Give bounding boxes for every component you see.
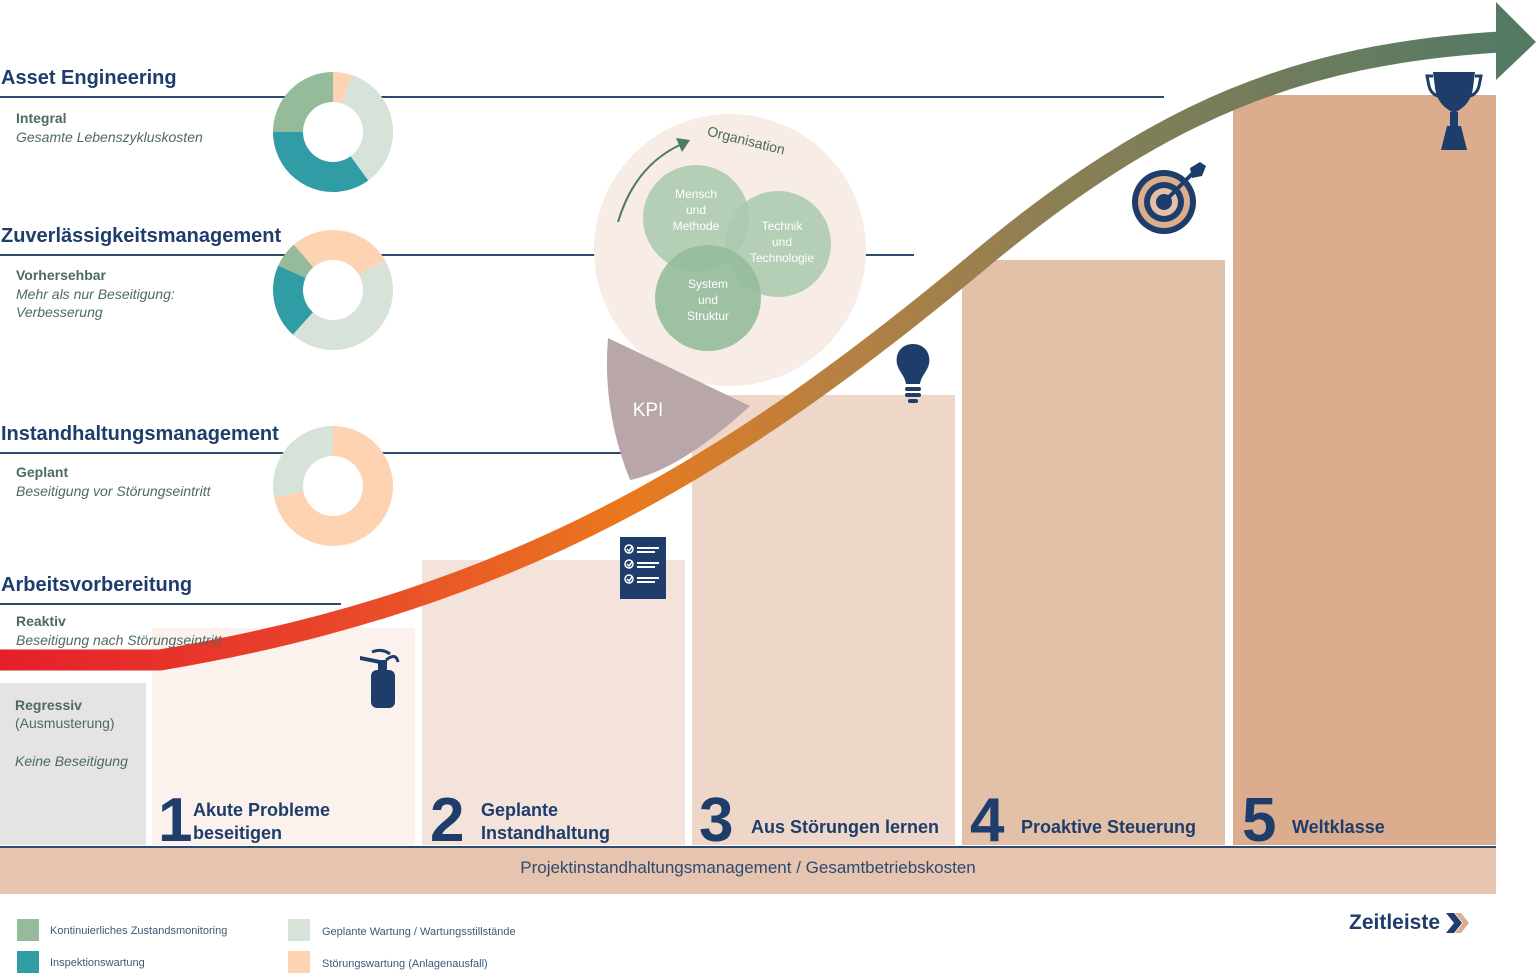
section-line-arbeitsvorbereitung <box>0 603 341 605</box>
venn-label-system-2: und <box>698 293 718 307</box>
legend-label-planned: Geplante Wartung / Wartungsstillstände <box>322 926 516 938</box>
stage-number-5: 5 <box>1242 786 1277 855</box>
curve-arrowhead <box>1496 2 1536 80</box>
venn-circle-system <box>655 245 761 351</box>
stage-number-1: 1 <box>158 786 193 855</box>
section-line-zuverlaessigkeit <box>0 254 914 256</box>
curve-body <box>0 31 1501 671</box>
donut-instandhaltung <box>273 426 393 546</box>
legend-label-failure: Störungswartung (Anlagenausfall) <box>322 958 488 970</box>
stage-label-3: Aus Störungen lernen <box>751 817 940 837</box>
legend-swatch-planned <box>288 919 310 941</box>
venn-label-mensch-2: und <box>686 203 706 217</box>
venn-label-technik-2: und <box>772 235 792 249</box>
section-sub-instandhaltung: Geplant <box>16 464 69 480</box>
venn-circle-mensch <box>643 165 749 271</box>
section-sub-zuverlaessigkeit: Vorhersehbar <box>16 267 106 283</box>
section-title-arbeitsvorbereitung: Arbeitsvorbereitung <box>1 574 193 596</box>
organisation-arrow <box>617 143 683 223</box>
donut-segment-failure <box>333 72 352 104</box>
stage-number-4: 4 <box>970 786 1005 855</box>
trophy-icon <box>1425 72 1483 150</box>
donut-segment-continuous_monitoring <box>273 72 333 132</box>
regressive-title: Regressiv <box>15 697 82 713</box>
stage-label-1-line2: beseitigen <box>193 823 283 843</box>
legend-swatch-inspection <box>17 951 39 973</box>
stage-column-3 <box>692 395 955 845</box>
legend-swatch-continuous-monitoring <box>17 919 39 941</box>
section-desc-asset-engineering: Gesamte Lebenszykluskosten <box>16 129 203 145</box>
checklist-icon <box>620 537 666 599</box>
donut-segment-continuous_monitoring <box>278 244 314 278</box>
donut-segment-failure <box>293 230 385 275</box>
stage-label-4: Proaktive Steuerung <box>1021 817 1197 837</box>
stage-column-5 <box>1233 95 1496 845</box>
lightbulb-icon <box>896 344 930 403</box>
stage-column-regressive <box>0 683 146 845</box>
chevron-right-icon <box>1446 913 1470 933</box>
venn-label-mensch-3: Methode <box>673 219 720 233</box>
stage-label-2-line2: Instandhaltung <box>481 823 610 843</box>
donut-segment-planned <box>273 426 333 498</box>
section-desc-arbeitsvorbereitung: Beseitigung nach Störungseintritt <box>16 632 222 648</box>
stage-label-1-line1: Akute Probleme <box>193 800 331 820</box>
regressive-subtitle: (Ausmusterung) <box>15 715 115 731</box>
legend-label-continuous-monitoring: Kontinuierliches Zustandsmonitoring <box>50 925 228 937</box>
section-desc-zuverlaessigkeit-2: Verbesserung <box>16 304 103 320</box>
kpi-label: KPI <box>633 400 664 421</box>
fire-extinguisher-icon <box>360 648 400 708</box>
stage-number-2: 2 <box>430 786 465 855</box>
donut-segment-planned <box>342 74 393 181</box>
venn-label-mensch-1: Mensch <box>675 187 717 201</box>
organisation-diagram: Organisation Mensch und Methode Technik … <box>594 114 866 480</box>
section-line-asset-engineering <box>0 96 1164 98</box>
maturity-curve <box>0 2 1536 671</box>
venn-label-technik-1: Technik <box>762 219 804 233</box>
organisation-arrowhead <box>676 138 690 152</box>
venn-label-technik-3: Technologie <box>750 251 814 265</box>
stage-column-4 <box>962 260 1225 845</box>
section-sub-arbeitsvorbereitung: Reaktiv <box>16 613 66 629</box>
legend-label-inspection: Inspektionswartung <box>50 957 145 969</box>
stage-label-5: Weltklasse <box>1292 817 1385 837</box>
bottom-bar <box>0 846 1496 894</box>
regressive-desc: Keine Beseitigung <box>15 753 128 769</box>
section-title-zuverlaessigkeit: Zuverlässigkeitsmanagement <box>1 225 282 247</box>
venn-label-system-1: System <box>688 277 728 291</box>
donut-segment-planned <box>292 260 394 351</box>
section-title-instandhaltung: Instandhaltungsmanagement <box>1 423 279 445</box>
donut-segment-failure <box>274 426 393 546</box>
donut-segment-inspection <box>273 265 313 335</box>
donut-zuverlaessigkeit <box>273 230 394 351</box>
section-desc-instandhaltung: Beseitigung vor Störungseintritt <box>16 483 211 499</box>
donut-asset-engineering <box>273 72 393 193</box>
stage-label-2-line1: Geplante <box>481 800 559 820</box>
brand-logo[interactable]: Zeitleiste <box>1349 909 1472 937</box>
brand-name: Zeitleiste <box>1349 911 1441 934</box>
section-sub-asset-engineering: Integral <box>16 110 67 126</box>
stage-number-3: 3 <box>699 786 734 855</box>
bottom-bar-label: Projektinstandhaltungsmanagement / Gesam… <box>520 858 976 877</box>
legend-swatch-failure <box>288 951 310 973</box>
donut-segment-inspection <box>273 132 369 193</box>
section-title-asset-engineering: Asset Engineering <box>1 67 177 89</box>
section-desc-zuverlaessigkeit-1: Mehr als nur Beseitigung: <box>16 286 175 302</box>
stage-column-2 <box>422 560 685 845</box>
kpi-wedge <box>606 338 750 480</box>
target-icon <box>1132 162 1206 234</box>
venn-label-system-3: Struktur <box>687 309 729 323</box>
